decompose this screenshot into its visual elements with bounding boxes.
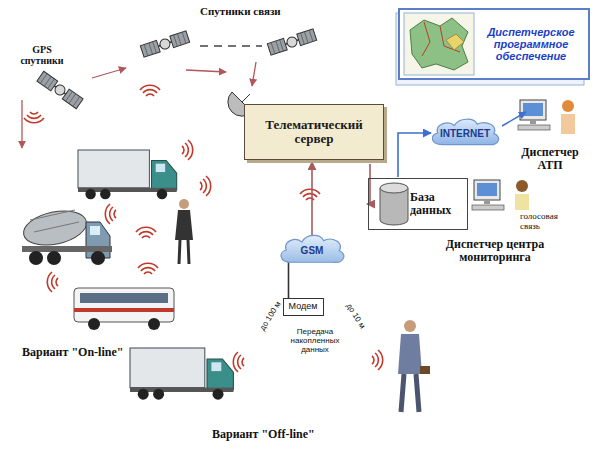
- modem-box: Модем: [283, 298, 324, 316]
- gsm-cloud: GSM: [276, 232, 348, 268]
- radio-waves: [24, 112, 44, 123]
- group-label: Спутники связи: [200, 5, 310, 17]
- connector: [288, 262, 290, 298]
- radio-waves: [182, 140, 193, 160]
- internet-cloud: INTERNET: [427, 116, 503, 150]
- role-label: Диспетчер центра мониторинга: [420, 238, 570, 264]
- variant-label: Вариант "On-line": [22, 346, 152, 359]
- radio-waves: [233, 352, 244, 372]
- connector: [311, 162, 313, 236]
- node-text: Модем: [289, 302, 318, 312]
- person: [175, 199, 193, 264]
- person: [398, 320, 430, 412]
- radio-waves: [372, 350, 383, 370]
- signal-arrow: [92, 68, 126, 78]
- satellite-chain: [200, 45, 262, 47]
- node-text: Диспетчерское программное обеспечение: [481, 26, 581, 62]
- server-box: Телематический сервер: [244, 104, 384, 160]
- gps-satellite: [37, 71, 83, 108]
- node-text: GSM: [301, 245, 324, 256]
- signal-arrow: [21, 100, 22, 148]
- cloud-shape: [281, 235, 344, 262]
- truck: [130, 348, 233, 400]
- database-box: База данных: [368, 178, 468, 230]
- software-window-art: [396, 8, 588, 85]
- note-label: голосовая связь: [520, 212, 576, 232]
- radio-waves: [138, 263, 158, 274]
- range-label: до 100 м: [254, 293, 288, 340]
- radio-waves: [200, 176, 211, 196]
- database-cylinder: [380, 183, 408, 225]
- note-label: Передача накопленных данных: [280, 328, 350, 354]
- truck: [78, 150, 177, 199]
- radio-waves: [140, 85, 160, 96]
- radio-waves: [47, 272, 58, 292]
- group-label: GPS спутники: [14, 44, 70, 66]
- software-window: Диспетчерское программное обеспечение: [398, 8, 590, 80]
- bus: [74, 288, 174, 330]
- signal-arrow: [186, 70, 226, 72]
- monitoring-workstation: [472, 180, 529, 210]
- mixer-truck: [20, 206, 112, 265]
- network-arrow: [502, 112, 526, 126]
- signal-arrow: [252, 62, 256, 86]
- node-text: INTERNET: [440, 128, 490, 139]
- radio-waves: [300, 189, 320, 200]
- connector: [398, 133, 431, 177]
- radio-waves: [136, 227, 156, 238]
- role-label: Диспетчер АТП: [508, 146, 592, 172]
- node-text: Телематический сервер: [254, 118, 374, 147]
- node-text: База данных: [410, 191, 460, 217]
- cloud-shape: [432, 119, 498, 144]
- dispatcher-workstation: [518, 100, 575, 134]
- radio-waves: [105, 204, 116, 224]
- comm-satellite: [140, 31, 189, 57]
- range-label: до 10 м: [338, 293, 372, 340]
- variant-label: Вариант "Off-line": [212, 428, 352, 441]
- comm-satellite: [267, 29, 316, 55]
